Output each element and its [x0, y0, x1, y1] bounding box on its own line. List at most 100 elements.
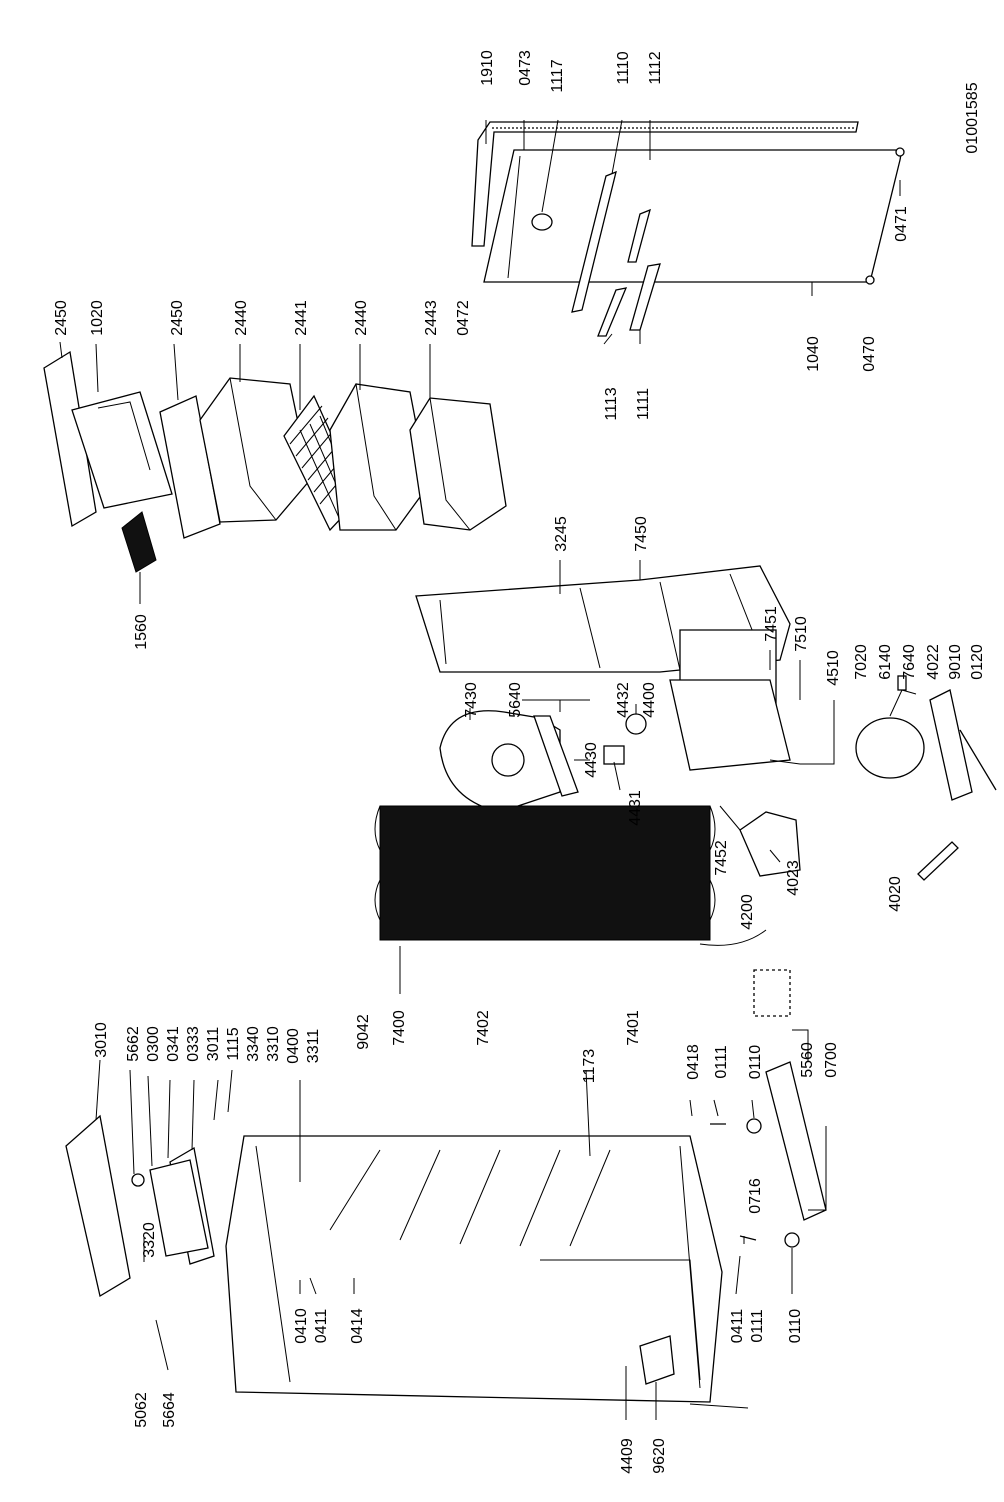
door-assembly — [471, 121, 905, 337]
cabinet-inner-left — [255, 1145, 291, 1383]
label-0410: 0410 — [293, 1308, 310, 1344]
label-4409: 4409 — [619, 1438, 636, 1474]
rod-0120 — [959, 729, 997, 791]
drawer-2440b — [329, 383, 429, 531]
evaporator-loops — [374, 805, 716, 921]
door-gasket — [471, 121, 859, 247]
label-9042: 9042 — [355, 1014, 372, 1050]
drawers-and-shelves — [43, 350, 507, 573]
label-5062: 5062 — [133, 1392, 150, 1428]
motor-bracket-4431 — [603, 745, 625, 765]
compressor-base-4022 — [929, 689, 973, 801]
label-7402: 7402 — [475, 1010, 492, 1046]
relay-6140 — [897, 675, 907, 691]
compressor — [855, 717, 925, 779]
fan-wheel — [491, 743, 525, 777]
drawer-2440b-front — [355, 383, 397, 531]
label-1040: 1040 — [805, 336, 822, 372]
label-3010: 3010 — [93, 1022, 110, 1058]
tool-part — [689, 1403, 749, 1409]
evaporator-coil — [379, 805, 711, 941]
cabinet — [65, 1061, 827, 1409]
label-5640: 5640 — [507, 682, 524, 718]
ice-tray-1560 — [121, 511, 157, 573]
drawer-2443 — [409, 397, 507, 531]
label-0111a: 0111 — [713, 1045, 730, 1078]
fan-module-4023 — [739, 811, 801, 877]
label-1117: 1117 — [549, 59, 566, 92]
label-4022: 4022 — [925, 644, 942, 680]
label-0716: 0716 — [747, 1178, 764, 1214]
label-0418: 0418 — [685, 1044, 702, 1080]
foot-0110b — [784, 1232, 800, 1248]
cabinet-body — [225, 1135, 723, 1403]
door-handle-part-a — [627, 208, 651, 263]
label-0110b: 0110 — [787, 1309, 804, 1344]
label-7400: 7400 — [391, 1010, 408, 1046]
door-panel-edge — [507, 155, 521, 279]
label-5664: 5664 — [161, 1392, 178, 1428]
label-7510: 7510 — [793, 616, 810, 652]
label-4020: 4020 — [887, 876, 904, 912]
fan-evaporator — [374, 699, 801, 1017]
label-7640: 7640 — [901, 644, 918, 680]
label-7452: 7452 — [713, 840, 730, 876]
cover-9620 — [639, 1335, 675, 1385]
label-0411a: 0411 — [313, 1309, 330, 1344]
label-1111: 1111 — [635, 388, 652, 420]
label-1115: 1115 — [225, 1027, 242, 1060]
label-0111b: 0111 — [749, 1309, 766, 1342]
label-0470: 0470 — [861, 336, 878, 372]
shelf-2450b — [159, 395, 221, 539]
label-0400: 0400 — [285, 1028, 302, 1064]
flap-1020 — [71, 391, 173, 509]
drawing-code: 01001585 — [964, 82, 981, 153]
drawer-2440a-front — [229, 377, 277, 521]
label-1560: 1560 — [133, 614, 150, 650]
label-5560: 5560 — [799, 1042, 816, 1078]
foot-0110a — [746, 1118, 762, 1134]
label-3011: 3011 — [205, 1027, 222, 1062]
label-4431: 4431 — [627, 790, 644, 826]
label-6140: 6140 — [877, 644, 894, 680]
label-0414: 0414 — [349, 1308, 366, 1344]
label-4400: 4400 — [641, 682, 658, 718]
label-2443: 2443 — [423, 300, 440, 336]
label-1112: 1112 — [647, 51, 664, 84]
part-labels: 01001585 1910 0473 1117 1110 1112 0471 1… — [53, 50, 986, 1474]
control-panel-3010 — [65, 1114, 131, 1298]
drawer-2443-front — [429, 397, 471, 531]
label-0110a: 0110 — [747, 1045, 764, 1080]
label-3311: 3311 — [305, 1029, 322, 1064]
door-hinge-lower — [865, 275, 875, 285]
label-0341: 0341 — [165, 1026, 182, 1062]
label-7401: 7401 — [625, 1010, 642, 1046]
label-0300: 0300 — [145, 1026, 162, 1062]
leader-lines — [59, 119, 901, 1420]
label-2441: 2441 — [293, 300, 310, 336]
tube-4020 — [917, 841, 959, 881]
label-0472: 0472 — [455, 300, 472, 336]
label-1173: 1173 — [581, 1049, 598, 1084]
label-5662: 5662 — [125, 1026, 142, 1062]
label-4430: 4430 — [583, 742, 600, 778]
label-7451: 7451 — [763, 606, 780, 642]
wire-4510 — [769, 759, 801, 765]
label-0120: 0120 — [969, 644, 986, 680]
label-0411b: 0411 — [729, 1309, 746, 1344]
label-1113: 1113 — [603, 387, 620, 420]
hinge-bottom — [710, 1123, 757, 1241]
fan-cover-4430 — [533, 715, 579, 797]
label-1910: 1910 — [479, 50, 496, 86]
screw-5664 — [155, 1319, 169, 1371]
label-1020: 1020 — [89, 300, 106, 336]
control-box — [149, 1159, 209, 1257]
label-3320: 3320 — [141, 1222, 158, 1258]
top-cover-2450a — [43, 350, 97, 528]
label-4200: 4200 — [739, 894, 756, 930]
label-2440a: 2440 — [233, 300, 250, 336]
label-0700: 0700 — [823, 1042, 840, 1078]
label-4510: 4510 — [825, 650, 842, 686]
rear-assembly — [415, 565, 997, 881]
